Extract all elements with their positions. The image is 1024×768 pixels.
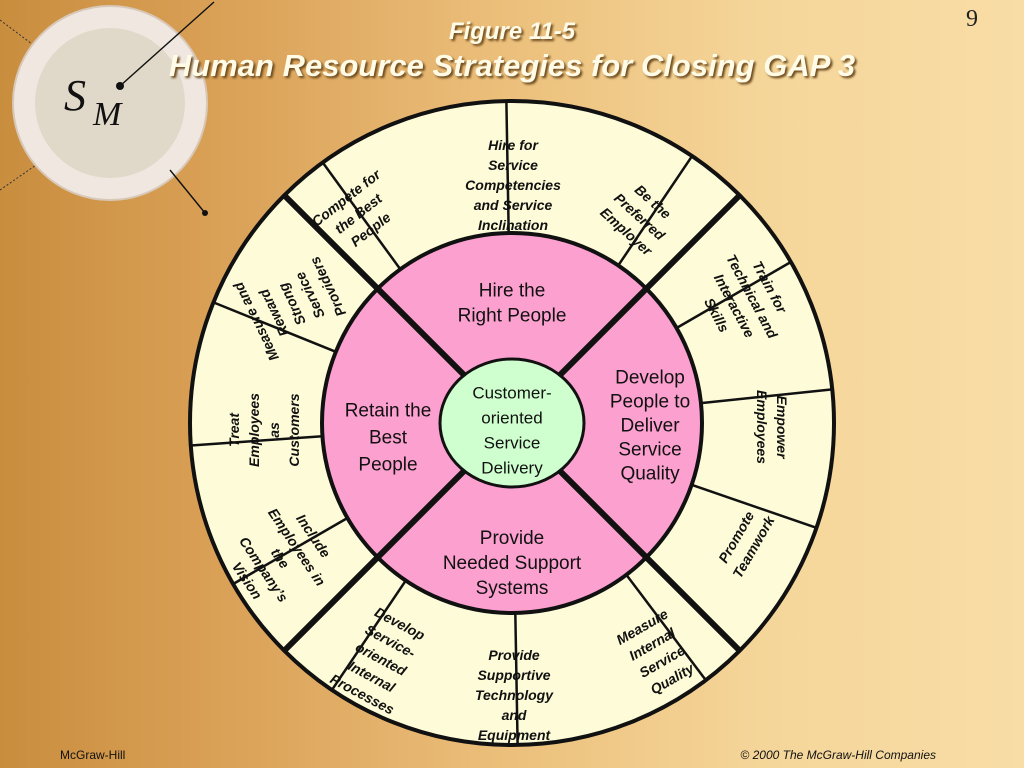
outer-ring-dividers	[190, 101, 833, 745]
page-number: 9	[966, 6, 978, 32]
logo-letter-s: S	[64, 71, 86, 120]
slide-title: Human Resource Strategies for Closing GA…	[168, 48, 856, 83]
outer-segment-empower: EmpowerEmployees	[754, 390, 790, 464]
divider-line	[330, 579, 407, 691]
divider-line	[675, 260, 792, 330]
logo-letter-m: M	[92, 96, 123, 133]
divider-line	[282, 464, 471, 653]
outer-label-empower: EmpowerEmployees	[754, 390, 790, 464]
figure-label: Figure 11-5	[448, 18, 576, 45]
divider-line	[505, 101, 510, 234]
middle-ring-dividers	[282, 193, 742, 653]
divider-line	[700, 388, 833, 405]
divider-line	[212, 301, 337, 353]
divider-line	[321, 161, 402, 271]
divider-line	[625, 573, 707, 681]
footer-copyright: © 2000 The McGraw-Hill Companies	[740, 748, 936, 762]
divider-line	[514, 612, 519, 745]
divider-line	[553, 193, 742, 382]
divider-line	[282, 193, 471, 382]
divider-line	[190, 435, 323, 447]
divider-line	[232, 516, 349, 586]
sm-logo: S M	[0, 1, 215, 216]
divider-line	[553, 464, 742, 653]
center-hub	[438, 357, 586, 489]
divider-line	[691, 483, 817, 530]
footer-publisher: McGraw-Hill	[60, 748, 126, 762]
divider-line	[617, 155, 694, 267]
